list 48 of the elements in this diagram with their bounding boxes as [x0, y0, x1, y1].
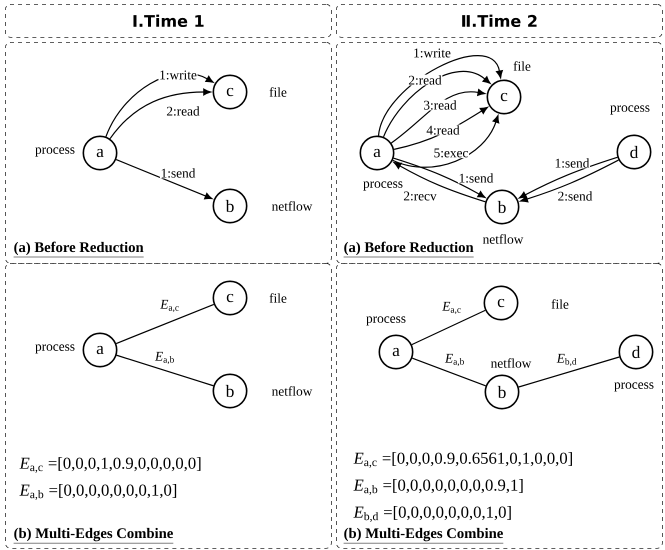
vertex-type-label: netflow — [490, 358, 532, 368]
edge-label: 3:read — [422, 100, 458, 110]
panel-heading: (b) Multi-Edges Combine — [13, 528, 174, 544]
arrow — [110, 88, 211, 140]
edge-label: 4:read — [426, 124, 460, 136]
edge-label: E$_{b,d}$ — [556, 353, 578, 367]
edge-label: 2:read — [408, 74, 442, 86]
vertex-type-label: process — [35, 344, 75, 354]
panel-heading: (a) Before Reduction — [13, 242, 144, 258]
vector-formula: E$_{a,b}$ =[0,0,0,0,0,0,0,0.9,1] — [353, 479, 523, 495]
vector-formula: E$_{a,b}$ =[0,0,0,0,0,0,0,1,0] — [19, 484, 176, 500]
vector-formula: E$_{b,d}$ =[0,0,0,0,0,0,0,1,0] — [353, 506, 511, 522]
vertex-type-label: process — [363, 181, 402, 191]
edge-label: 2:read — [166, 106, 200, 116]
arrow — [392, 115, 500, 168]
arrow — [116, 159, 212, 200]
edge-label: E$_{a,b}$ — [444, 353, 466, 367]
arrow — [378, 55, 503, 136]
vertex-type-label: process — [366, 316, 406, 326]
vertex-type-label: process — [35, 147, 75, 157]
vertex-type-label: file — [552, 299, 568, 309]
vertex-type-label: process — [610, 105, 650, 115]
panel-heading: (a) Before Reduction — [343, 242, 474, 258]
edge-label: 1:send — [458, 172, 494, 184]
edge-label: 2:send — [556, 190, 594, 202]
edge-label: 1:write — [412, 48, 452, 58]
panel-heading: (b) Multi-Edges Combine — [343, 528, 504, 544]
arrow — [390, 89, 486, 144]
arrow — [383, 71, 491, 138]
vertex-type-label: netflow — [482, 234, 524, 244]
edge-label: 1:write — [158, 70, 198, 80]
edge-label: 5:exec — [432, 148, 470, 158]
vector-formula: E$_{a,c}$ =[0,0,0,0.9,0.6561,0,1,0,0,0] — [353, 452, 572, 468]
edge-label: 1:send — [554, 158, 590, 168]
vertex-type-label: process — [614, 382, 654, 392]
header-box: Ⅱ.Time 2 — [336, 4, 663, 38]
vector-formula: E$_{a,c}$ =[0,0,0,1,0.9,0,0,0,0,0] — [19, 457, 200, 473]
vertex-type-label: file — [270, 293, 286, 303]
vertex-type-label: file — [514, 61, 530, 71]
edge-label: 2:recv — [402, 190, 438, 202]
vertex-type-label: file — [270, 87, 286, 97]
edge-label: E$_{a,b}$ — [154, 351, 176, 365]
vertex-type-label: netflow — [272, 386, 312, 396]
edge-label: 1:send — [160, 168, 196, 178]
edge-label: E$_{a,c}$ — [442, 301, 462, 315]
edge-label: E$_{a,c}$ — [160, 299, 180, 313]
vertex-type-label: netflow — [272, 201, 312, 211]
header-box: Ⅰ.Time 1 — [5, 4, 332, 38]
